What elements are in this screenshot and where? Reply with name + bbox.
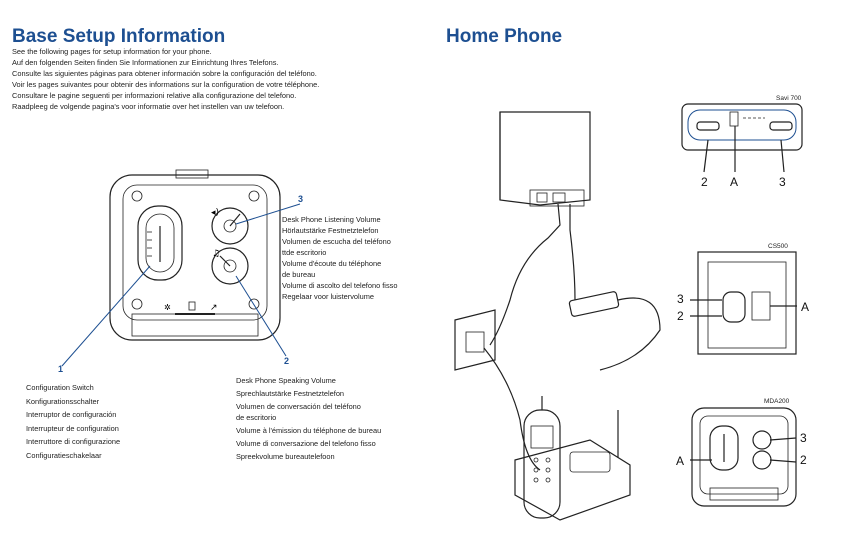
mda200-label-a: A (676, 454, 685, 468)
label-line: ttde escritorio (282, 248, 327, 257)
label-line: Volume di ascolto del telefono fisso (282, 281, 398, 290)
mda200-illustration (690, 407, 797, 507)
intro-line: Auf den folgenden Seiten finden Sie Info… (12, 58, 279, 67)
page-title-left: Base Setup Information (12, 26, 226, 47)
label-line: Volume d'écoute du téléphone (282, 259, 382, 268)
label-line: Interruptor de configuración (26, 410, 117, 420)
label-line: Interrupteur de configuration (26, 423, 119, 433)
cs500-label-2: 2 (677, 309, 684, 323)
savi700-illustration (681, 103, 803, 173)
label-line: Spreekvolume bureautelefoon (236, 452, 335, 461)
intro-line: Voir les pages suivantes pour obtenir de… (12, 80, 320, 89)
label-line: de bureau (282, 270, 316, 279)
label-line: Regelaar voor luistervolume (282, 292, 375, 301)
savi700-label-3: 3 (779, 175, 786, 189)
savi700-model-label: Savi 700 (776, 95, 802, 102)
label-line: Configuration Switch (26, 383, 94, 392)
intro-line: Consultare le pagine seguenti per inform… (12, 91, 297, 100)
label-line: Volume di conversazione del telefono fis… (236, 439, 376, 448)
mda200-model-label: MDA200 (764, 398, 790, 405)
label-line: Configuratieschakelaar (26, 450, 102, 460)
label-line: Konfigurationsschalter (26, 396, 100, 406)
mda200-label-3: 3 (800, 431, 807, 445)
intro-line: Consulte las siguientes páginas para obt… (12, 69, 317, 78)
label-line: Desk Phone Listening Volume (282, 215, 381, 224)
label-line: Volumen de escucha del teléfono (282, 237, 391, 246)
intro-text: See the following pages for setup inform… (12, 46, 412, 112)
savi700-label-2: 2 (701, 175, 708, 189)
callout-number-3: 3 (298, 194, 304, 204)
label-line: Interruttore di configurazione (26, 437, 121, 447)
callout-2-labels: Desk Phone Speaking Volume Sprechlautstä… (236, 375, 381, 462)
intro-line: Raadpleeg de volgende pagina's voor info… (12, 102, 285, 111)
savi700-label-a: A (730, 175, 739, 189)
svg-text:♫: ♫ (212, 249, 220, 259)
svg-text:◂): ◂) (211, 208, 219, 218)
cs500-illustration (690, 251, 797, 355)
label-line: Volumen de conversación del teléfono (236, 402, 361, 411)
callout-number-2: 2 (284, 356, 290, 366)
cs500-model-label: CS500 (768, 243, 788, 250)
callout-3-labels: Desk Phone Listening Volume Hörlautstärk… (282, 214, 397, 302)
label-line: Volume à l'émission du téléphone de bure… (236, 426, 382, 435)
base-unit-illustration: ◂) ♫ ✲ ↗ (61, 169, 301, 367)
callout-1-labels: Configuration Switch Konfigurationsschal… (26, 381, 120, 463)
svg-text:✲: ✲ (164, 303, 171, 312)
label-line: Sprechlautstärke Festnetztelefon (236, 389, 345, 398)
label-line: Hörlautstärke Festnetztelefon (282, 226, 379, 235)
mda200-label-2: 2 (800, 453, 807, 467)
intro-line: See the following pages for setup inform… (12, 47, 212, 56)
label-line: de escritorio (236, 413, 277, 422)
label-line: Desk Phone Speaking Volume (236, 376, 336, 385)
page-title-right: Home Phone (446, 26, 563, 47)
cs500-label-3: 3 (677, 292, 684, 306)
home-phone-illustration (454, 111, 661, 521)
cs500-label-a: A (801, 300, 810, 314)
svg-text:↗: ↗ (210, 303, 218, 313)
callout-number-1: 1 (58, 364, 64, 374)
